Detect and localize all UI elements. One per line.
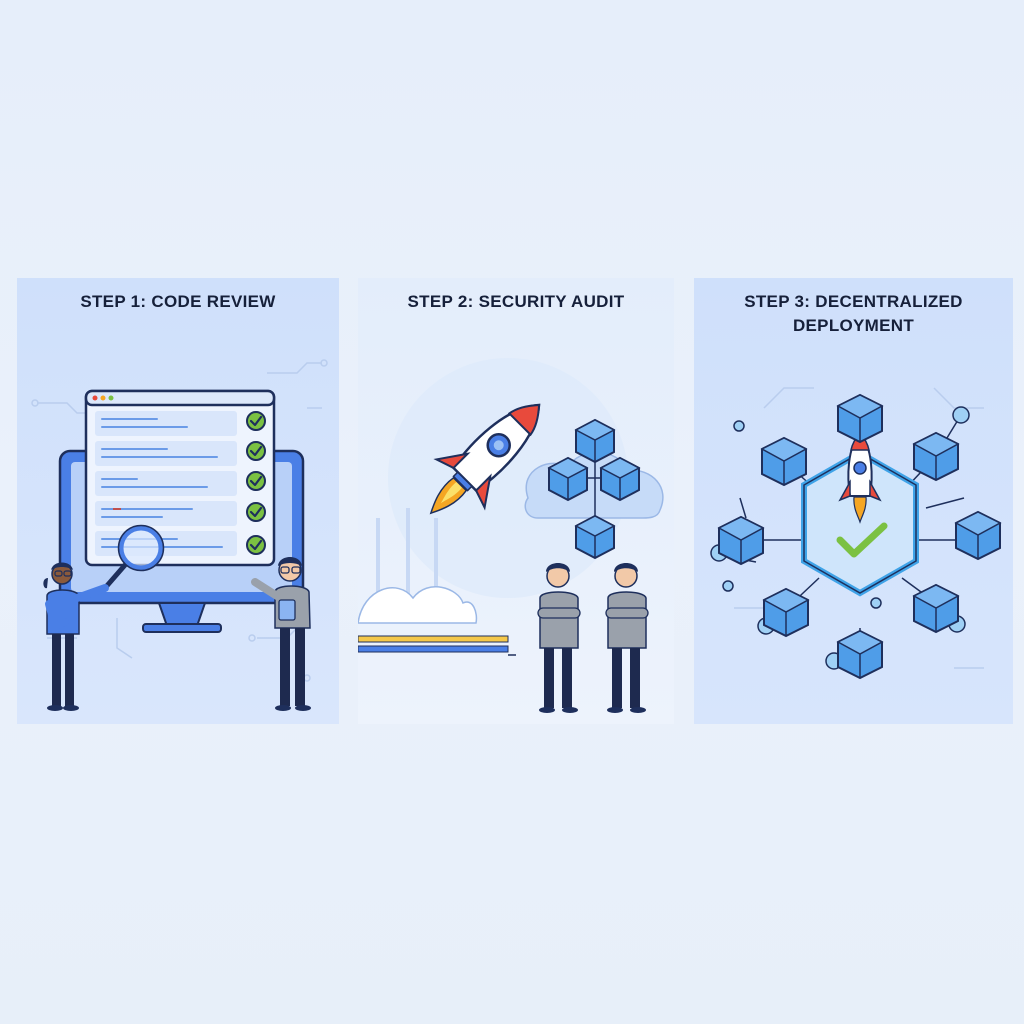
deployment-network-illustration [710,387,1001,679]
person-icon [605,563,649,713]
rocket-icon [429,403,541,515]
person-icon [43,562,109,711]
cube-icon [547,418,641,560]
step-1-panel: STEP 1: CODE REVIEW [17,278,339,724]
step-1-title: STEP 1: CODE REVIEW [80,292,276,311]
check-icon [836,522,888,558]
step-3-title: STEP 3: DECENTRALIZED DEPLOYMENT [744,292,963,335]
code-review-illustration [31,359,328,711]
step-2-title: STEP 2: SECURITY AUDIT [407,292,625,311]
cloud-icon [358,586,478,624]
person-icon [251,557,311,711]
step-3-panel: STEP 3: DECENTRALIZED DEPLOYMENT [694,278,1013,724]
check-icon [246,411,266,555]
security-audit-illustration [358,358,664,713]
network-node-icon [710,406,970,670]
magnifier-icon [102,524,165,591]
step-2-panel: STEP 2: SECURITY AUDIT [358,278,674,724]
code-window [84,389,276,567]
person-icon [537,563,581,713]
